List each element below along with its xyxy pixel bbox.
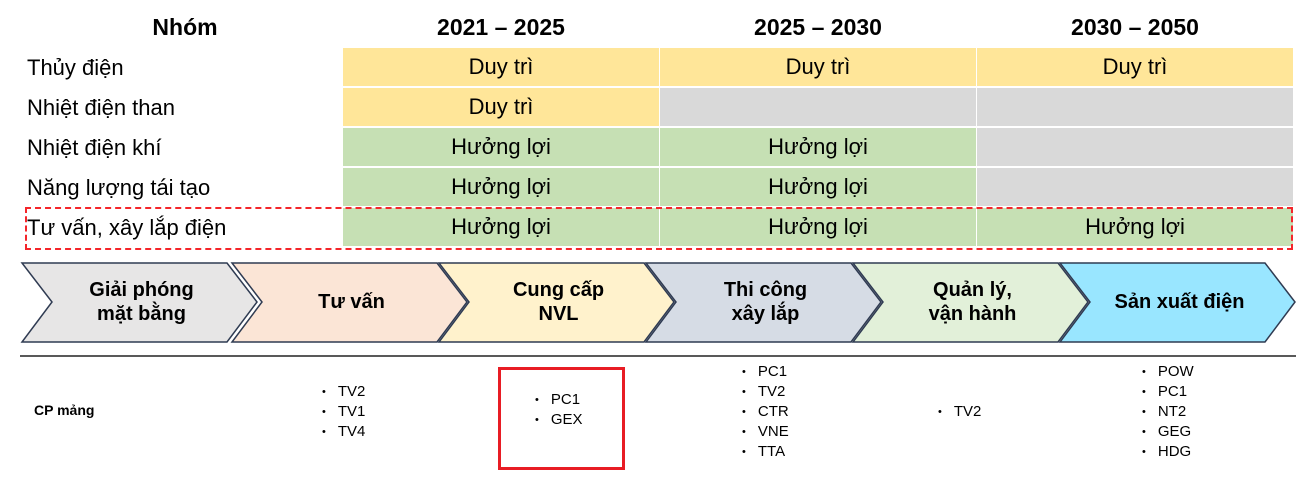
status-cell: Hưởng lợi (660, 168, 976, 206)
highlight-red-box (498, 367, 625, 470)
chevron-step (437, 262, 675, 343)
chevron-label: Tư vấn (318, 291, 385, 313)
status-cell: Hưởng lợi (977, 208, 1293, 246)
status-cell: Hưởng lợi (660, 208, 976, 246)
status-cell: Duy trì (660, 48, 976, 86)
stock-ticker: HDG (1142, 442, 1194, 462)
table-header-group: Nhóm (152, 14, 218, 40)
stock-ticker: POW (1142, 362, 1194, 382)
status-cell: Duy trì (343, 88, 659, 126)
stock-ticker: TV2 (938, 402, 982, 422)
stock-list: POWPC1NT2GEGHDG (1142, 362, 1194, 462)
status-cell: Hưởng lợi (343, 168, 659, 206)
stock-ticker: TV1 (322, 402, 366, 422)
status-cell (977, 128, 1293, 166)
chevron-label: Quản lý, vận hành (928, 279, 1017, 325)
table-header-period: 2021 – 2025 (437, 14, 565, 40)
status-cell: Hưởng lợi (343, 208, 659, 246)
row-label: Thủy điện (27, 55, 124, 80)
status-cell (660, 88, 976, 126)
stock-ticker: PC1 (742, 362, 789, 382)
stocks-label: CP mảng (34, 402, 95, 418)
stock-ticker: TTA (742, 442, 789, 462)
stock-ticker: CTR (742, 402, 789, 422)
stock-list: TV2TV1TV4 (322, 382, 366, 442)
row-label: Tư vấn, xây lắp điện (27, 215, 227, 240)
chevron-label: Sản xuất điện (1114, 291, 1245, 313)
chevron-label: Thi công xây lắp (723, 279, 808, 325)
divider-line (20, 355, 1296, 357)
row-label: Nhiệt điện than (27, 95, 175, 120)
status-cell: Hưởng lợi (343, 128, 659, 166)
stock-ticker: GEX (535, 410, 583, 430)
stock-ticker: TV4 (322, 422, 366, 442)
status-cell (977, 168, 1293, 206)
status-cell: Duy trì (343, 48, 659, 86)
stock-ticker: PC1 (535, 390, 583, 410)
chevron-step (851, 262, 1089, 343)
row-label: Nhiệt điện khí (27, 135, 162, 160)
stock-ticker: NT2 (1142, 402, 1194, 422)
chevron-label: Cung cấp NVL (512, 279, 605, 325)
highlight-dashed-box (25, 207, 1293, 250)
status-cell (977, 88, 1293, 126)
stock-ticker: TV2 (322, 382, 366, 402)
stock-list: TV2 (938, 402, 982, 422)
chevron-label: Giải phóng mặt bằng (89, 279, 194, 325)
chevron-step (644, 262, 882, 343)
stock-list: PC1TV2CTRVNETTA (742, 362, 789, 462)
stock-ticker: PC1 (1142, 382, 1194, 402)
row-label: Năng lượng tái tạo (27, 175, 211, 200)
stock-list: PC1GEX (535, 390, 583, 430)
status-cell: Hưởng lợi (660, 128, 976, 166)
stock-ticker: GEG (1142, 422, 1194, 442)
table-header-period: 2030 – 2050 (1071, 14, 1199, 40)
stock-ticker: TV2 (742, 382, 789, 402)
chevron-step (230, 262, 468, 343)
stock-ticker: VNE (742, 422, 789, 442)
chevron-step (1058, 262, 1296, 343)
status-cell: Duy trì (977, 48, 1293, 86)
chevron-step (20, 262, 258, 343)
table-header-period: 2025 – 2030 (754, 14, 882, 40)
